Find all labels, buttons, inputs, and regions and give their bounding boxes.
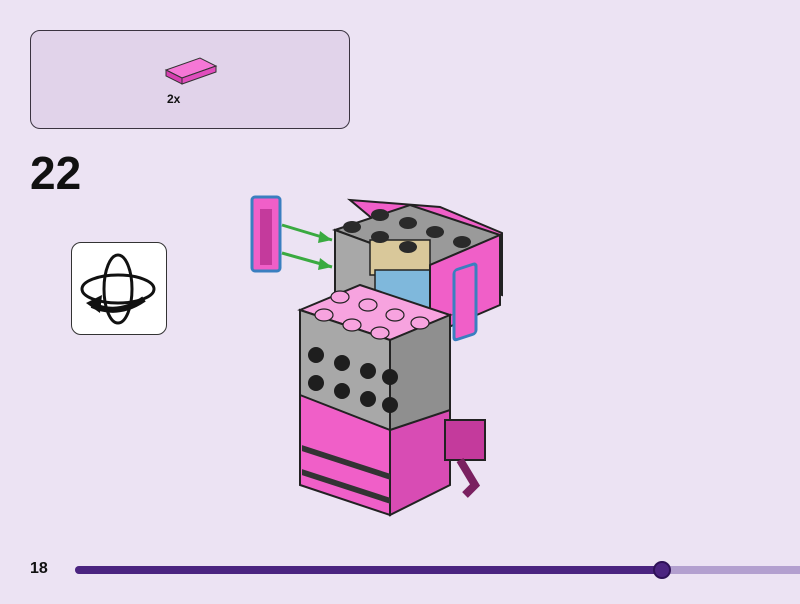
progress-fill <box>75 566 663 574</box>
progress-bar[interactable] <box>75 561 800 579</box>
step-number: 22 <box>30 147 82 199</box>
progress-handle[interactable] <box>653 561 672 579</box>
pink-tile-part-icon <box>164 57 218 85</box>
rotate-model-icon <box>71 242 167 335</box>
page-number: 18 <box>30 560 48 577</box>
build-step-illustration <box>250 195 503 517</box>
part-quantity: 2x <box>167 92 181 106</box>
parts-list-box: 2x <box>30 30 350 129</box>
